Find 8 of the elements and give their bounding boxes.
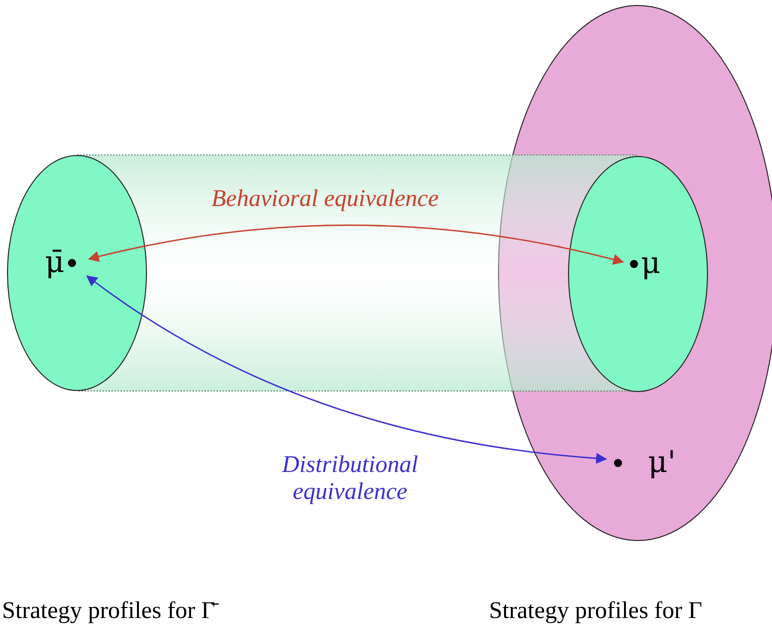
math-symbol: μ̄ bbox=[45, 248, 64, 278]
region-caption: Strategy profiles for Γ bbox=[489, 598, 702, 625]
edge-label: Distributional equivalence bbox=[280, 452, 420, 506]
edge-label: Behavioral equivalence bbox=[210, 186, 440, 213]
arrow bbox=[86, 275, 608, 464]
arrow bbox=[88, 224, 624, 265]
math-symbol: μ' bbox=[648, 448, 676, 478]
math-symbol: μ bbox=[641, 249, 660, 279]
